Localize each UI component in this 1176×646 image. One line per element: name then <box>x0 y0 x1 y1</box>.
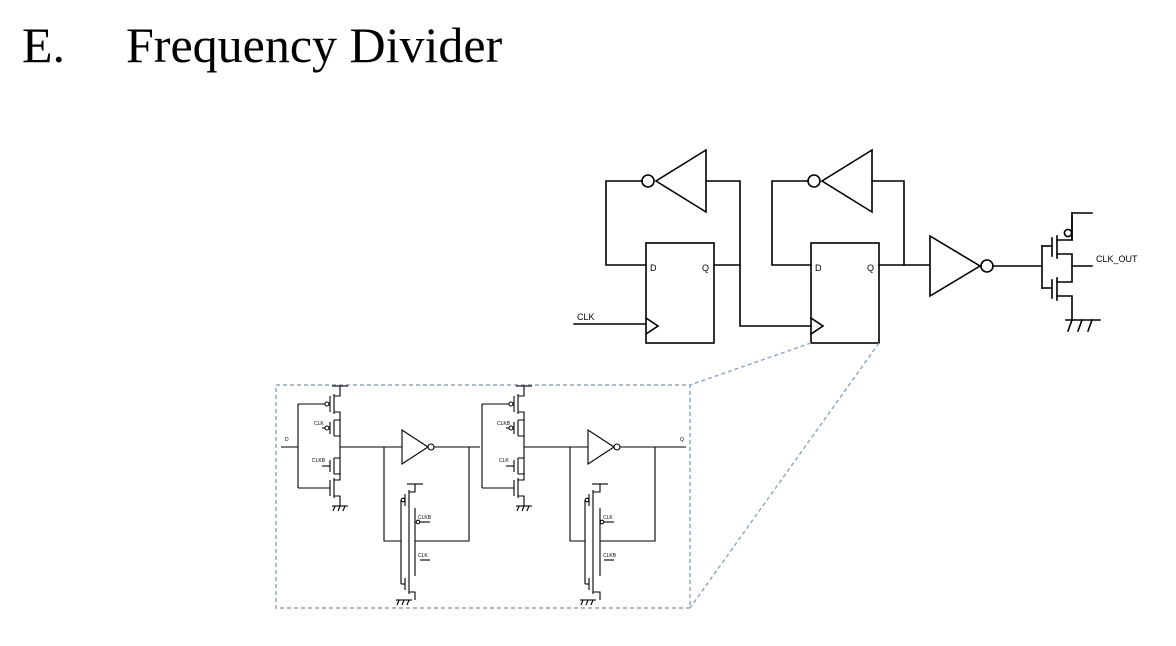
dff-detail-inset <box>275 384 691 609</box>
output-inverter <box>929 234 982 298</box>
dff-1-d-label: D <box>650 263 657 273</box>
inset-a-clk-label: CLK <box>314 421 324 427</box>
inset-a-clkb-label: CLKB <box>312 458 326 464</box>
master-inverter <box>401 428 430 466</box>
inset-b-clkb-label: CLKB <box>418 515 432 521</box>
inset-b-clk-label: CLK <box>418 553 428 559</box>
feedback-inverter-1 <box>654 148 707 214</box>
feedback-inverter-1-bubble <box>641 174 655 188</box>
dff-1 <box>645 242 715 344</box>
q1-to-dff2-clock-wire <box>739 264 812 327</box>
slave-inverter <box>587 428 616 466</box>
section-title: Frequency Divider <box>126 17 503 73</box>
dff-2 <box>810 242 880 344</box>
feedback-inverter-2-bubble <box>807 174 821 188</box>
inset-d-clkb-label: CLKB <box>603 553 617 559</box>
feedback-inverter-2 <box>820 148 873 214</box>
clocked-inverter-d <box>569 447 656 600</box>
callout-line-left <box>689 342 812 386</box>
inset-c-clk-label: CLK <box>499 458 509 464</box>
clk-out-label: CLK_OUT <box>1096 254 1138 264</box>
clk-label: CLK <box>577 312 595 322</box>
feedback-wire-1 <box>605 180 741 266</box>
output-inverter-bubble <box>980 259 994 273</box>
inset-ground-b <box>396 599 412 606</box>
slave-inverter-bubble <box>613 443 621 451</box>
inset-c-clkb-label: CLKB <box>497 421 511 427</box>
clocked-inverter-c <box>481 385 570 506</box>
master-inverter-bubble <box>427 443 435 451</box>
inset-d-label: D <box>285 437 289 443</box>
clocked-inverter-a <box>297 385 384 506</box>
dff-2-d-label: D <box>815 263 822 273</box>
inset-ground-a <box>332 505 348 512</box>
inset-q-label: Q <box>680 437 684 443</box>
dff-1-q-label: Q <box>702 263 709 273</box>
output-cmos-driver <box>1041 212 1093 321</box>
inset-ground-c <box>516 505 532 512</box>
dff-2-clock-marker <box>809 316 825 336</box>
inset-ground-d <box>580 599 596 606</box>
dff-1-clock-marker <box>644 316 660 336</box>
callout-line-right <box>689 342 880 609</box>
output-ground-symbol <box>1065 318 1101 333</box>
section-heading: E. Frequency Divider <box>22 20 502 70</box>
section-number: E. <box>22 17 66 73</box>
feedback-wire-2 <box>771 180 905 266</box>
clocked-inverter-b <box>383 447 470 600</box>
inset-d-clk-label: CLK <box>603 515 613 521</box>
dff-2-q-label: Q <box>867 263 874 273</box>
